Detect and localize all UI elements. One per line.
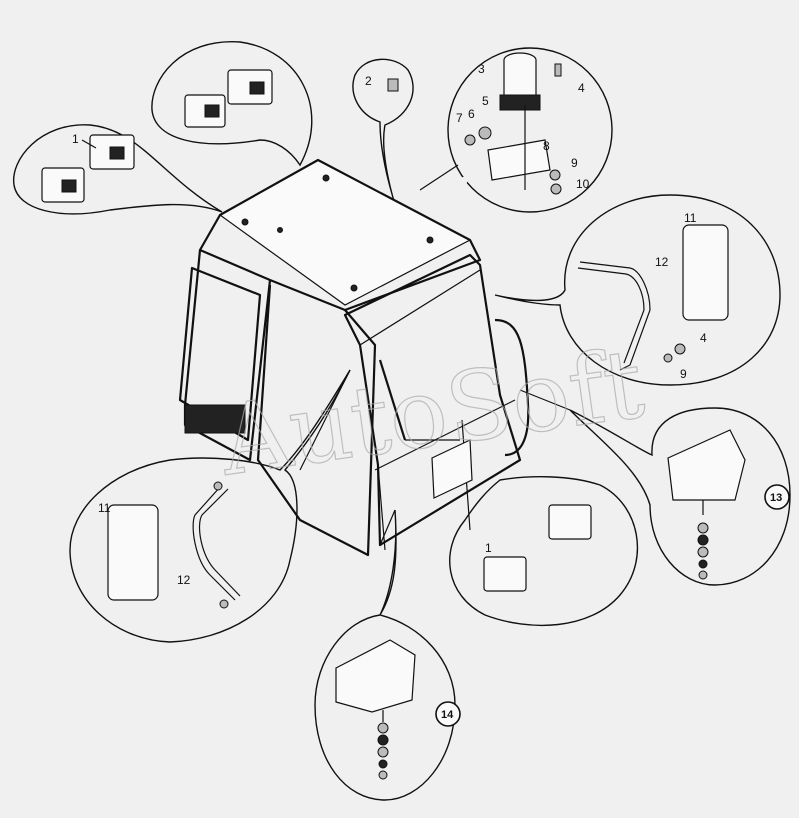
part-label: 5 — [482, 94, 489, 108]
part-label: 3 — [478, 62, 485, 76]
part-label: 11 — [98, 501, 111, 515]
part-label: 6 — [468, 107, 475, 121]
callout-front-light: 14 — [314, 509, 461, 801]
part-label: 10 — [576, 177, 590, 191]
work-light-icon — [184, 69, 273, 128]
callout-mirror-left: 11 12 — [69, 369, 351, 643]
mirror-icon — [577, 224, 729, 371]
watermark: AutoSoft — [213, 327, 651, 497]
callout-rear-light-right: 13 — [569, 407, 791, 586]
part-label: 8 — [543, 139, 550, 153]
part-label: 12 — [177, 573, 191, 587]
part-label: 9 — [571, 156, 578, 170]
work-light-icon — [41, 134, 135, 203]
callout-work-lights-lower: 1 — [13, 124, 223, 215]
part-label: 2 — [365, 74, 372, 88]
callout-part-2: 2 — [352, 58, 414, 246]
part-label: 1 — [485, 541, 492, 555]
rear-light-icon — [667, 429, 746, 580]
part-label: 4 — [578, 81, 585, 95]
callout-beacon-assembly: 3 4 5 6 7 8 9 10 — [419, 47, 613, 213]
work-light-icon — [483, 504, 592, 592]
callout-work-lights-upper — [151, 41, 313, 167]
part-label: 11 — [684, 211, 697, 225]
beacon-icon — [464, 52, 562, 195]
callout-mirror-right: 11 12 4 9 — [494, 194, 781, 386]
part-label: 4 — [700, 331, 707, 345]
cab-structure — [178, 158, 530, 557]
mirror-icon — [107, 481, 241, 609]
part-label: 1 — [72, 132, 79, 146]
part-label: 9 — [680, 367, 687, 381]
part-label: 13 — [770, 492, 782, 504]
part-label: 12 — [655, 255, 669, 269]
part-label: 14 — [441, 709, 454, 721]
front-light-icon — [335, 639, 416, 780]
part-label: 7 — [456, 111, 463, 125]
leader-lines — [299, 369, 571, 546]
